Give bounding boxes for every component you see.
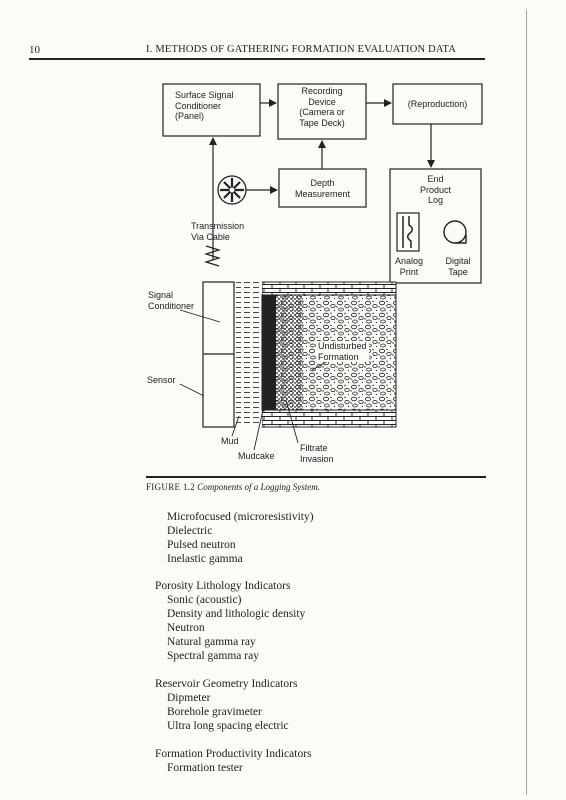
list-item: Density and lithologic density [167, 608, 306, 620]
list-item: Natural gamma ray [167, 636, 256, 648]
digital-tape-icon [443, 220, 467, 244]
filtrate-invasion-label: Filtrate Invasion [300, 443, 334, 464]
list-item: Inelastic gamma [167, 553, 243, 565]
recording-device-box [277, 83, 367, 140]
mudcake-label: Mudcake [238, 451, 275, 461]
end-product-log-box [389, 168, 482, 284]
caption-rule [146, 476, 486, 478]
cable-squiggle [203, 245, 222, 267]
list-item: Neutron [167, 622, 205, 634]
list-item: Ultra long spacing electric [167, 720, 289, 732]
list-item: Spectral gamma ray [167, 650, 259, 662]
undisturbed-formation-label: Undisturbed Formation [316, 341, 369, 362]
list-item: Microfocused (microresistivity) [167, 511, 314, 523]
reproduction-box [392, 83, 483, 125]
figure-caption: FIGURE 1.2 Components of a Logging Syste… [146, 482, 320, 492]
depth-measurement-label: Depth Measurement [294, 178, 351, 199]
surface-signal-conditioner-label: Surface Signal Conditioner (Panel) [175, 90, 234, 121]
analog-print-icon [396, 212, 420, 252]
list-item: Dielectric [167, 525, 213, 537]
running-head: I. METHODS OF GATHERING FORMATION EVALUA… [146, 44, 457, 55]
sensor-label: Sensor [147, 375, 176, 385]
end-product-log-label: End Product Log [419, 174, 452, 205]
section-heading: Porosity Lithology Indicators [155, 580, 291, 592]
figure-drawing [162, 83, 483, 451]
list-item: Pulsed neutron [167, 539, 236, 551]
analog-print-label: Analog Print [394, 256, 424, 277]
list-item: Formation tester [167, 762, 243, 774]
mud-label: Mud [221, 436, 239, 446]
page-number: 10 [29, 44, 40, 56]
digital-tape-label: Digital Tape [445, 256, 471, 277]
transmission-label: Transmission Via Cable [191, 221, 245, 242]
caption-title: Components of a Logging System. [197, 482, 321, 492]
list-item: Dipmeter [167, 692, 211, 704]
logging-system-figure: Surface Signal Conditioner (Panel) Recor… [147, 83, 483, 464]
caption-figure-number: FIGURE 1.2 [146, 482, 196, 492]
section-heading: Formation Productivity Indicators [155, 748, 312, 760]
surface-signal-conditioner-box [162, 83, 261, 137]
recording-device-label: Recording Device (Camera or Tape Deck) [299, 86, 345, 128]
section-heading: Reservoir Geometry Indicators [155, 678, 298, 690]
signal-conditioner-label: Signal Conditioner [148, 290, 195, 311]
cable-sheave-icon [217, 175, 247, 205]
logging-tool [202, 281, 235, 428]
list-item: Sonic (acoustic) [167, 594, 242, 606]
reproduction-label: (Reproduction) [407, 99, 468, 109]
flow-arrows [209, 99, 435, 260]
header-rule [29, 58, 485, 60]
list-item: Borehole gravimeter [167, 706, 262, 718]
page-edge-line [526, 10, 527, 795]
